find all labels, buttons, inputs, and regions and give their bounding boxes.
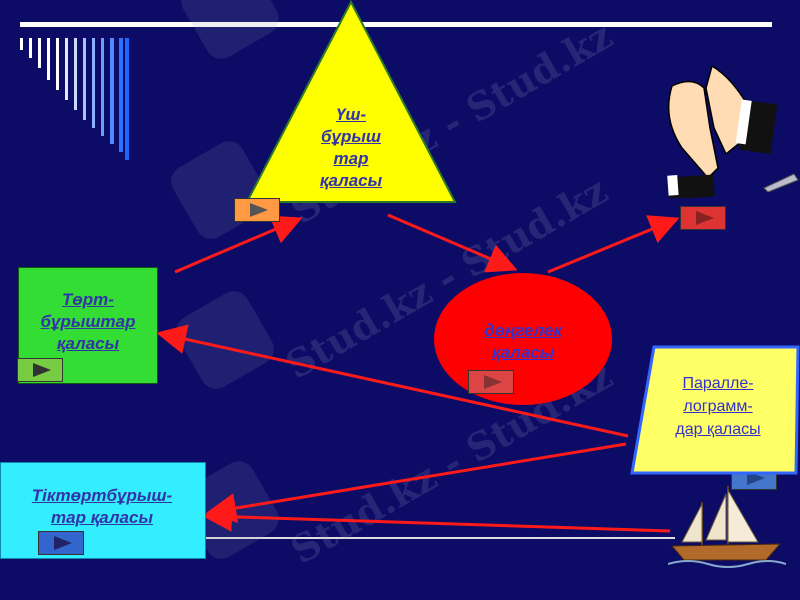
square-city-link[interactable]: Төрт- бұрыштар қаласы	[40, 290, 136, 353]
top-divider	[20, 22, 772, 27]
arrow-parallelogram-to-rectangle	[206, 442, 627, 523]
arrow-square-to-triangle	[174, 215, 303, 274]
triangle-play-button[interactable]	[234, 198, 280, 222]
bottom-divider	[205, 537, 675, 539]
arrow-circle-to-clap	[547, 215, 680, 274]
sailing-ship-icon	[668, 486, 786, 568]
clap-play-button[interactable]	[680, 206, 726, 230]
play-icon	[696, 211, 714, 225]
decorative-bars	[20, 38, 129, 160]
triangle-shape	[245, 0, 457, 203]
play-icon	[33, 363, 51, 377]
circle-play-button[interactable]	[468, 370, 514, 394]
clapping-hands-icon	[667, 64, 778, 198]
circle-city-link[interactable]: дөңгелек қаласы	[484, 321, 562, 362]
play-icon	[484, 375, 502, 389]
rectangle-play-button[interactable]	[38, 531, 84, 555]
parallelogram-shape	[630, 345, 800, 475]
rectangle-shape	[0, 462, 206, 559]
arrow-triangle-to-circle	[387, 213, 518, 273]
arrow-ship-to-rectangle	[202, 501, 671, 533]
play-icon	[54, 536, 72, 550]
triangle-city-link[interactable]: Үш- бұрыш тар қаласы	[319, 105, 383, 190]
arrow-parallelogram-to-square	[156, 324, 629, 438]
circle-shape	[434, 273, 612, 405]
play-icon	[250, 203, 268, 217]
parallelogram-city-link[interactable]: Паралле- лограмм- дар қаласы	[675, 375, 761, 438]
square-play-button[interactable]	[17, 358, 63, 382]
rectangle-city-link[interactable]: Тіктөртбұрыш- тар қаласы	[31, 486, 173, 527]
pencil-icon	[763, 173, 799, 192]
